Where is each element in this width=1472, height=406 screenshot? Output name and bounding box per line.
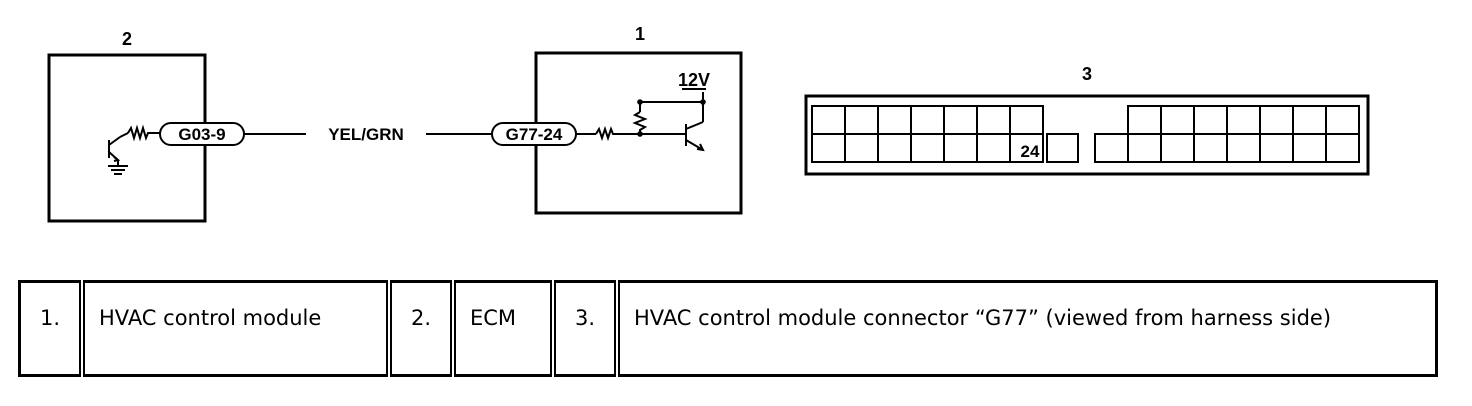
legend-text-2: ECM xyxy=(451,280,556,377)
connector-pin-cell xyxy=(1292,133,1327,163)
connector-pin-cell xyxy=(1127,133,1162,163)
connector-pin-cell xyxy=(943,105,978,135)
legend-num-1: 1. xyxy=(18,280,85,377)
connector-pin-grid xyxy=(811,105,1360,163)
callout-3: 3 xyxy=(1082,64,1092,84)
ecm-resistor-icon xyxy=(119,124,160,142)
connector-pin-cell xyxy=(1046,133,1079,163)
connector-pin-cell xyxy=(976,133,1011,163)
legend-table: 1. HVAC control module 2. ECM 3. HVAC co… xyxy=(18,280,1438,377)
terminal-24-label: 24 xyxy=(1021,142,1040,161)
legend-num-3: 3. xyxy=(551,280,620,377)
connector-pin-cell xyxy=(844,105,879,135)
connector-pin-cell xyxy=(1094,133,1129,163)
wire-color-label: YEL/GRN xyxy=(328,125,404,144)
hvac-internal-circuit xyxy=(576,88,706,152)
connector-pin-cell xyxy=(1226,105,1261,135)
callout-2: 2 xyxy=(122,29,132,49)
legend-num-2: 2. xyxy=(387,280,456,377)
ecm-box: 2 G03-9 xyxy=(47,29,245,223)
connector-pin-cell xyxy=(1160,105,1195,135)
connector-pin-cell xyxy=(811,105,846,135)
junction-dot xyxy=(637,99,643,105)
connector-pin-cell xyxy=(877,105,912,135)
wiring-diagram: 2 G03-9 YEL/GRN 1 G77-24 xyxy=(47,24,1370,223)
junction-dot xyxy=(637,131,643,137)
connector-pin-cell xyxy=(1009,105,1044,135)
legend-text-1: HVAC control module xyxy=(80,280,392,377)
junction-dot xyxy=(700,99,706,105)
connector-pin-cell xyxy=(1292,105,1327,135)
connector-pin-cell xyxy=(1127,105,1162,135)
connector-pin-cell xyxy=(877,133,912,163)
ecm-transistor-icon xyxy=(108,136,128,175)
connector-pin-cell xyxy=(1259,105,1294,135)
connector-pin-cell xyxy=(1259,133,1294,163)
wire-yel-grn: YEL/GRN xyxy=(244,125,492,144)
hvac-connector-label: G77-24 xyxy=(506,125,563,144)
connector-pin-cell xyxy=(943,133,978,163)
legend-row: 1. HVAC control module 2. ECM 3. HVAC co… xyxy=(18,280,1438,377)
legend-text-3: HVAC control module connector “G77” (vie… xyxy=(615,280,1438,377)
supply-voltage-label: 12V xyxy=(678,70,710,90)
ecm-connector-label: G03-9 xyxy=(178,125,225,144)
connector-pin-cell xyxy=(1193,133,1228,163)
connector-pin-cell xyxy=(1009,133,1044,163)
connector-pin-cell xyxy=(1160,133,1195,163)
connector-pin-cell xyxy=(844,133,879,163)
connector-pin-cell xyxy=(1325,105,1360,135)
connector-pin-cell xyxy=(1193,105,1228,135)
callout-1: 1 xyxy=(635,24,645,44)
connector-pin-cell xyxy=(976,105,1011,135)
connector-pin-cell xyxy=(910,133,945,163)
connector-pin-cell xyxy=(1226,133,1261,163)
connector-pin-cell xyxy=(910,105,945,135)
hvac-module-box: 1 G77-24 12V xyxy=(491,24,743,215)
connector-g77-face: 3 24 xyxy=(804,64,1370,176)
connector-pin-cell xyxy=(811,133,846,163)
connector-pin-cell xyxy=(1325,133,1360,163)
